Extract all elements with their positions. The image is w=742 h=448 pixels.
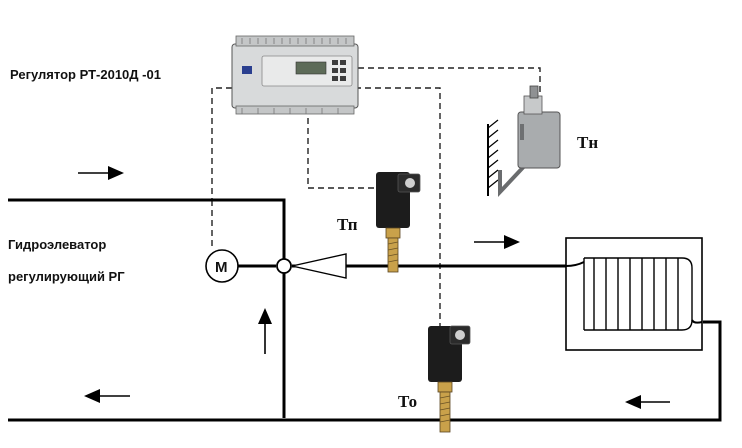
elevator-label-line2: регулирующий РГ (8, 269, 125, 284)
outdoor-sensor-device (487, 85, 561, 198)
control-wiring (211, 67, 541, 332)
return-sensor-device (428, 325, 471, 433)
pipe-network (8, 198, 722, 422)
regulator-device (231, 35, 359, 115)
outdoor-sensor-label: Тн (577, 133, 598, 152)
regulator-logo-icon (242, 66, 252, 74)
arrow-supply-in (78, 166, 124, 180)
arrow-mix-up (258, 308, 272, 354)
arrow-return-left (84, 389, 130, 403)
elevator-symbol (276, 253, 347, 279)
supply-sensor-device (376, 172, 421, 273)
motor-symbol (205, 249, 239, 283)
motor-symbol-label: M (215, 259, 228, 276)
flow-arrows (78, 166, 670, 409)
regulator-label: Регулятор РТ-2010Д -01 (10, 67, 161, 82)
elevator-label-line1: Гидроэлеватор (8, 237, 106, 252)
arrow-return-radiator (625, 395, 670, 409)
supply-sensor-label: Тп (337, 215, 358, 234)
radiator-symbol (565, 237, 703, 351)
arrow-supply-out (474, 235, 520, 249)
return-sensor-label: То (398, 392, 417, 411)
